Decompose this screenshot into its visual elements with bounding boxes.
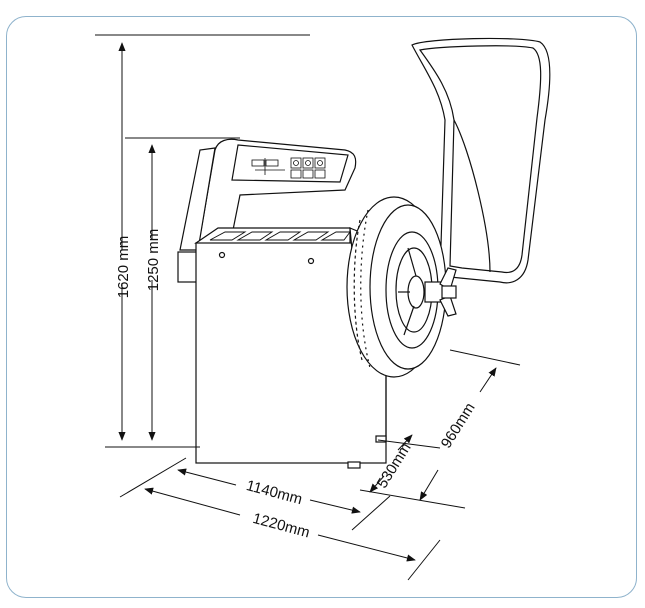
dim-label-body-width: 1140mm [244,477,304,508]
dim-arrow-1140-right [309,499,361,514]
machine-drawing [177,37,551,469]
dim-arrow-1220-right [317,534,416,562]
dim-label-body-height: 1250 mm [145,229,162,292]
ext-line-depth-back [449,349,521,366]
dim-label-total-width: 1220mm [251,510,312,542]
dim-label-total-depth: 960mm [438,400,479,451]
ext-line-width-right [407,539,441,581]
ext-line-depth-front [359,489,466,509]
dimension-lines [95,34,521,581]
dim-arrow-530-top [397,434,413,451]
tire-wheel [346,196,457,378]
display-arm [177,138,357,283]
dim-arrow-530-bottom [369,475,385,493]
wheel-guard-hood [411,37,551,284]
ext-line-width-mid [351,495,391,531]
ext-line-depth-mid [377,439,441,449]
dim-arrow-1220-left [144,487,241,516]
dim-arrow-960-top [479,367,497,393]
dim-label-total-height: 1620 mm [115,236,132,299]
ext-line-width-left [119,457,187,498]
dim-arrow-960-bottom [419,469,439,501]
figure-frame [6,16,637,598]
dim-arrow-1140-left [177,468,237,486]
